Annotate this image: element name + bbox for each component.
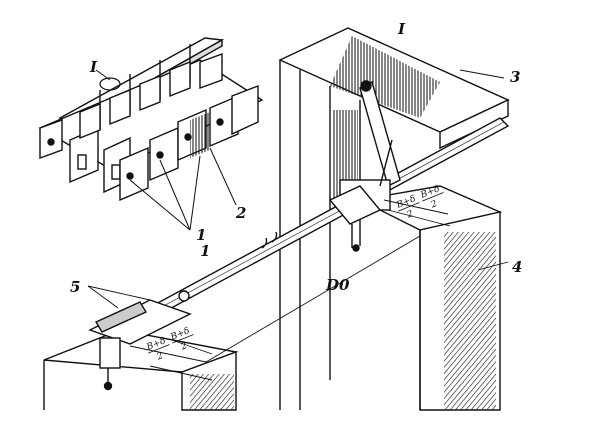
building-wall — [278, 27, 510, 411]
label-1-b: 1 — [200, 242, 210, 260]
left-pier — [43, 329, 239, 411]
view-mark-left: I — [89, 58, 98, 76]
detail-circle — [99, 77, 121, 91]
svg-text:2: 2 — [429, 199, 439, 211]
label-3: 3 — [510, 68, 520, 86]
svg-text:2: 2 — [405, 209, 415, 221]
view-mark-top: I — [397, 20, 406, 38]
label-4: 4 — [512, 258, 522, 276]
callout-labels: I I 1 1 2 3 4 5 D0 — [70, 20, 522, 296]
bracket-plates — [39, 53, 259, 202]
right-tool — [328, 80, 401, 252]
label-2: 2 — [235, 204, 246, 222]
label-5: 5 — [70, 278, 80, 296]
span-label: D0 — [325, 276, 350, 294]
svg-text:2: 2 — [179, 341, 189, 353]
bracket-rack-inset — [38, 37, 264, 202]
label-1-a: 1 — [196, 226, 206, 244]
leader-lines-inset — [95, 69, 237, 231]
svg-text:B+δ: B+δ — [168, 326, 191, 343]
svg-text:2: 2 — [155, 351, 165, 363]
dimension-lines — [87, 69, 509, 381]
left-tool — [88, 290, 192, 391]
